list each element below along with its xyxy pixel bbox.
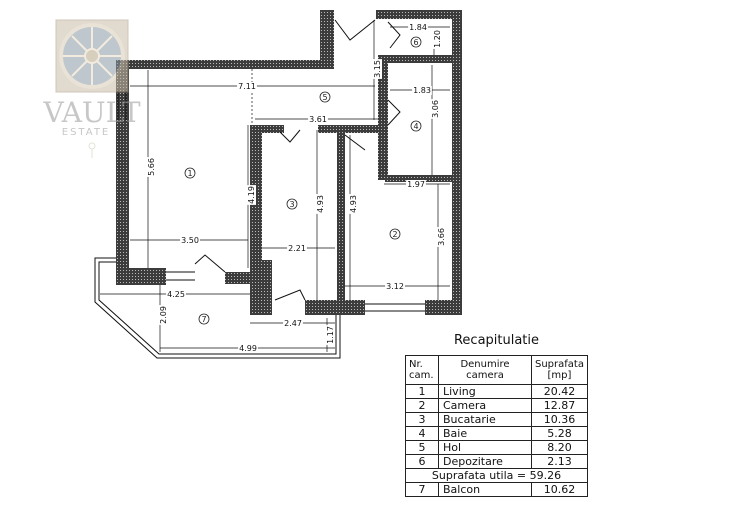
dimension-label: 5.66 (147, 158, 156, 176)
total-area: Suprafata utila = 59.26 (405, 468, 588, 483)
room-number-circle (198, 313, 210, 325)
dimension-label: 7.11 (238, 82, 256, 91)
vault-estate-logo: VAULT ESTATE (42, 19, 141, 158)
room-number: 2 (392, 230, 397, 239)
row-area: 10.36 (531, 412, 588, 427)
dimension-label: 3.50 (181, 236, 199, 245)
dimension-label: 4.93 (349, 195, 358, 213)
row-name: Living (438, 384, 532, 399)
room-number: 1 (187, 169, 192, 178)
header-nr: Nr. cam. (405, 355, 439, 385)
header-area: Suprafata [mp] (531, 355, 588, 385)
row-name: Depozitare (438, 454, 532, 469)
room-number: 5 (322, 93, 327, 102)
room-number: 6 (413, 38, 418, 47)
row-name: Hol (438, 440, 532, 455)
room-number-circle (319, 91, 331, 103)
dimension-lines (100, 20, 450, 352)
balcony-outline (94, 257, 341, 359)
table-row: 7 Balcon 10.62 (405, 482, 588, 497)
room-number-circle (389, 228, 401, 240)
windows (117, 90, 425, 312)
door-swings (194, 19, 401, 301)
dimension-label: 3.61 (309, 115, 327, 124)
dimension-labels: 7.11 3.61 1.84 1.20 1.833.06 3.15 5.66 4.19 4.93… (147, 23, 446, 353)
row-area: 10.62 (531, 482, 588, 497)
room-numbers: 1 2 3 4 5 6 7 (184, 36, 422, 325)
row-name: Balcon (438, 482, 532, 497)
dimension-label: 2.47 (284, 319, 302, 328)
dimension-label: 2.21 (288, 244, 306, 253)
dimension-label: 2.09 (159, 306, 168, 324)
svg-text:ESTATE: ESTATE (62, 127, 111, 138)
dimension-label: 3.66 (437, 228, 446, 246)
recap-table: Nr. cam. Denumire camera Suprafata [mp] … (405, 355, 588, 497)
dimension-label: 3.15 (373, 60, 382, 78)
dimension-label: 1.84 (409, 23, 427, 32)
dimension-label: 1.17 (326, 326, 335, 344)
dimension-label: 3.12 (386, 282, 404, 291)
room-number-circle (410, 36, 422, 48)
room-number: 7 (201, 315, 206, 324)
dimension-label: 1.20 (433, 30, 442, 48)
recap-title: Recapitulatie (453, 333, 540, 348)
row-area: 5.28 (531, 426, 588, 441)
room-number-circle (286, 198, 298, 210)
dimension-label: 4.25 (167, 290, 185, 299)
room-number-circle (184, 167, 196, 179)
dimension-label: 1.83 (413, 86, 431, 95)
dimension-label: 4.19 (247, 186, 256, 204)
dimension-label: 4.93 (316, 195, 325, 213)
dimension-label: 3.06 (431, 100, 440, 118)
room-number-circle (410, 120, 422, 132)
row-area: 2.13 (531, 454, 588, 469)
svg-text:VAULT: VAULT (42, 96, 140, 129)
room-number: 3 (289, 200, 294, 209)
room-number: 4 (413, 122, 418, 131)
dimension-label: 4.99 (239, 344, 257, 353)
dimension-label: 1.97 (407, 180, 425, 189)
walls (116, 10, 462, 315)
